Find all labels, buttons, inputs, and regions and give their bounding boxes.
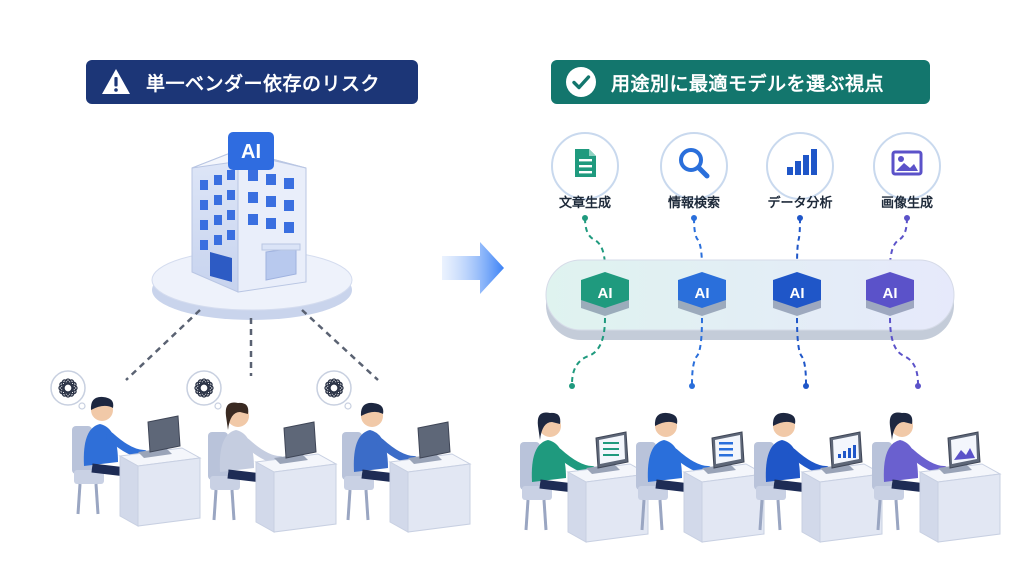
document-icon	[575, 149, 596, 177]
ai-node-label: AI	[598, 285, 613, 302]
ai-node-label: AI	[695, 285, 710, 302]
check-circle-icon	[566, 67, 596, 97]
user-at-desk	[342, 402, 472, 533]
single-vendor-risk-banner: 単一ベンダー依存のリスク	[86, 60, 418, 104]
ai-model-node: AI	[866, 272, 921, 389]
category-label: 文章生成	[558, 196, 611, 211]
user-at-desk	[72, 396, 202, 527]
chatbot-thought-bubble	[186, 370, 222, 410]
vendor-building	[151, 149, 353, 320]
user-at-desk	[754, 412, 884, 543]
ai-swirl-icon	[194, 378, 214, 398]
category-0	[551, 132, 619, 269]
user-at-desk	[208, 402, 338, 533]
ai-node-label: AI	[790, 285, 805, 302]
chatbot-thought-bubble	[316, 370, 352, 410]
ai-node-label: AI	[883, 285, 898, 302]
ai-model-node: AI	[773, 272, 821, 389]
left-connectors	[125, 309, 379, 381]
user-at-desk	[872, 412, 1002, 543]
image-icon	[891, 150, 923, 176]
chatbot-thought-bubble	[50, 370, 86, 410]
bar-chart-icon	[787, 149, 817, 175]
right-panel-title: 用途別に最適モデルを選ぶ視点	[611, 72, 885, 95]
user-at-desk	[636, 412, 766, 543]
category-label: 画像生成	[880, 196, 933, 211]
svg-text:AI: AI	[241, 141, 261, 163]
category-1	[660, 132, 728, 269]
ai-model-node: AI	[678, 272, 726, 389]
ai-swirl-icon	[324, 378, 344, 398]
category-label: 情報検索	[667, 196, 720, 211]
warning-icon	[102, 69, 130, 94]
optimal-model-banner: 用途別に最適モデルを選ぶ視点	[551, 60, 930, 104]
ai-swirl-icon	[58, 378, 78, 398]
category-2	[766, 132, 834, 269]
ai-model-platform	[545, 259, 955, 340]
category-3	[873, 132, 941, 269]
left-panel-title: 単一ベンダー依存のリスク	[146, 72, 381, 95]
category-label: データ分析	[767, 196, 833, 211]
user-at-desk	[520, 412, 650, 543]
building-ai-badge: AI	[228, 132, 274, 170]
transition-arrow	[442, 242, 504, 294]
ai-model-node: AI	[569, 272, 629, 389]
search-icon	[679, 148, 710, 179]
